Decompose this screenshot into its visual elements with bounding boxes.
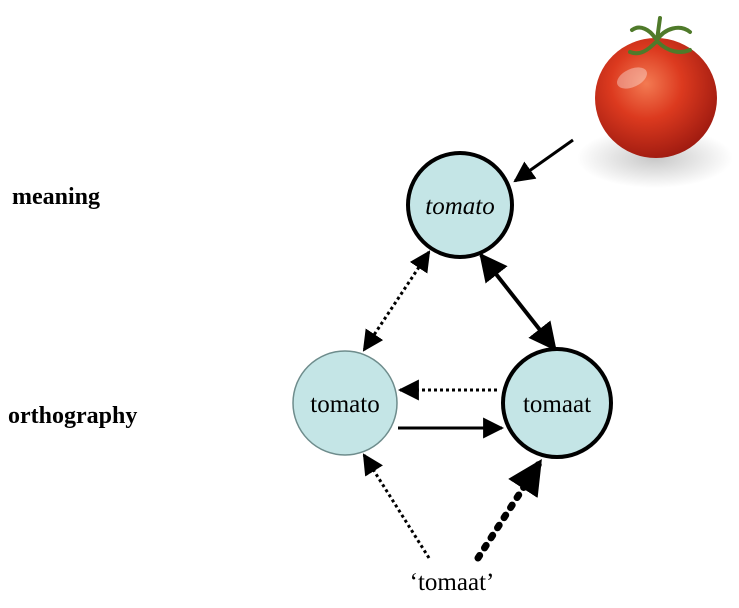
meaning-label: meaning [12,184,100,210]
input-to-english-arrow [362,453,431,559]
dutch-word-node: tomaat [501,347,613,459]
meaning-node: tomato [406,151,514,259]
meaning-english-link [362,250,431,352]
input-to-dutch-arrow [474,458,544,562]
tomato-picture [577,16,733,188]
meaning-dutch-link [479,252,557,352]
meaning-node-label: tomato [425,193,494,220]
english-word-label: tomato [310,391,379,418]
english-word-node: tomato [292,350,398,456]
picture-to-meaning-arrow [513,138,574,183]
dutch-word-label: tomaat [523,391,591,418]
input-word: ‘tomaat’ [410,569,495,596]
orthography-label: orthography [8,403,137,429]
